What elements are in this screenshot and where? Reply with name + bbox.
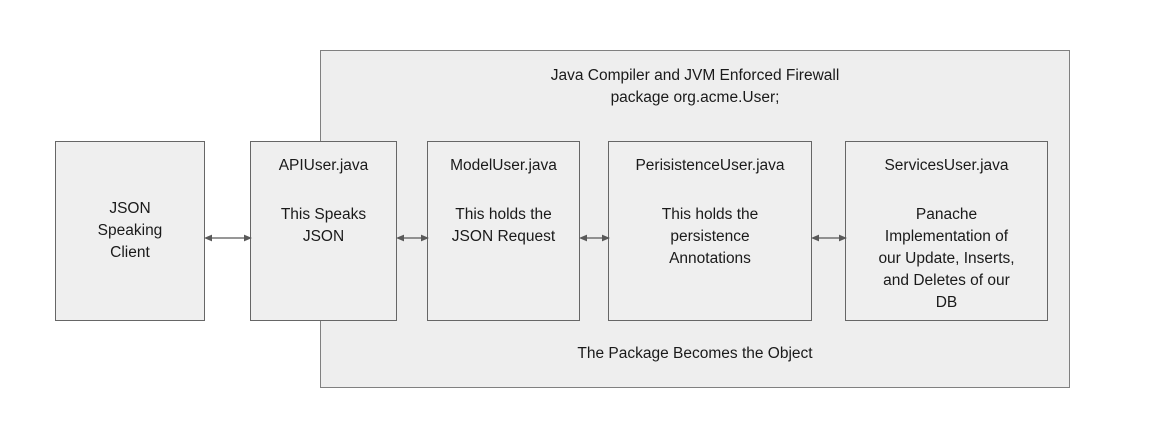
node-model-user-title: ModelUser.java — [450, 157, 557, 174]
node-api-user-description: This Speaks JSON — [280, 206, 367, 245]
node-api-user-title: APIUser.java — [278, 157, 369, 174]
firewall-title-line1: Java Compiler and JVM Enforced Firewall — [550, 67, 840, 84]
double-arrow-icon-model-persistence — [579, 234, 610, 242]
node-services-user-title: ServicesUser.java — [884, 157, 1009, 174]
node-persistence-user-description: This holds the persistence Annotations — [661, 206, 759, 267]
node-api-user[interactable]: APIUser.java This Speaks JSON — [250, 141, 397, 321]
node-services-user-description: Panache Implementation of our Update, In… — [878, 206, 1015, 311]
node-persistence-user-title: PerisistenceUser.java — [635, 157, 785, 174]
double-arrow-icon-persistence-services — [811, 234, 847, 242]
double-arrow-icon-client-api — [204, 234, 252, 242]
node-persistence-user[interactable]: PerisistenceUser.java This holds the per… — [608, 141, 812, 321]
node-model-user[interactable]: ModelUser.java This holds the JSON Reque… — [427, 141, 580, 321]
node-model-user-description: This holds the JSON Request — [451, 206, 556, 245]
node-services-user[interactable]: ServicesUser.java Panache Implementation… — [845, 141, 1048, 321]
double-arrow-icon-api-model — [396, 234, 429, 242]
node-client-description: JSON Speaking Client — [97, 200, 163, 261]
node-json-speaking-client[interactable]: JSON Speaking Client — [55, 141, 205, 321]
firewall-title: Java Compiler and JVM Enforced Firewall p… — [321, 65, 1069, 109]
firewall-subtitle-line: package org.acme.User; — [610, 89, 780, 106]
firewall-footer: The Package Becomes the Object — [577, 345, 813, 362]
